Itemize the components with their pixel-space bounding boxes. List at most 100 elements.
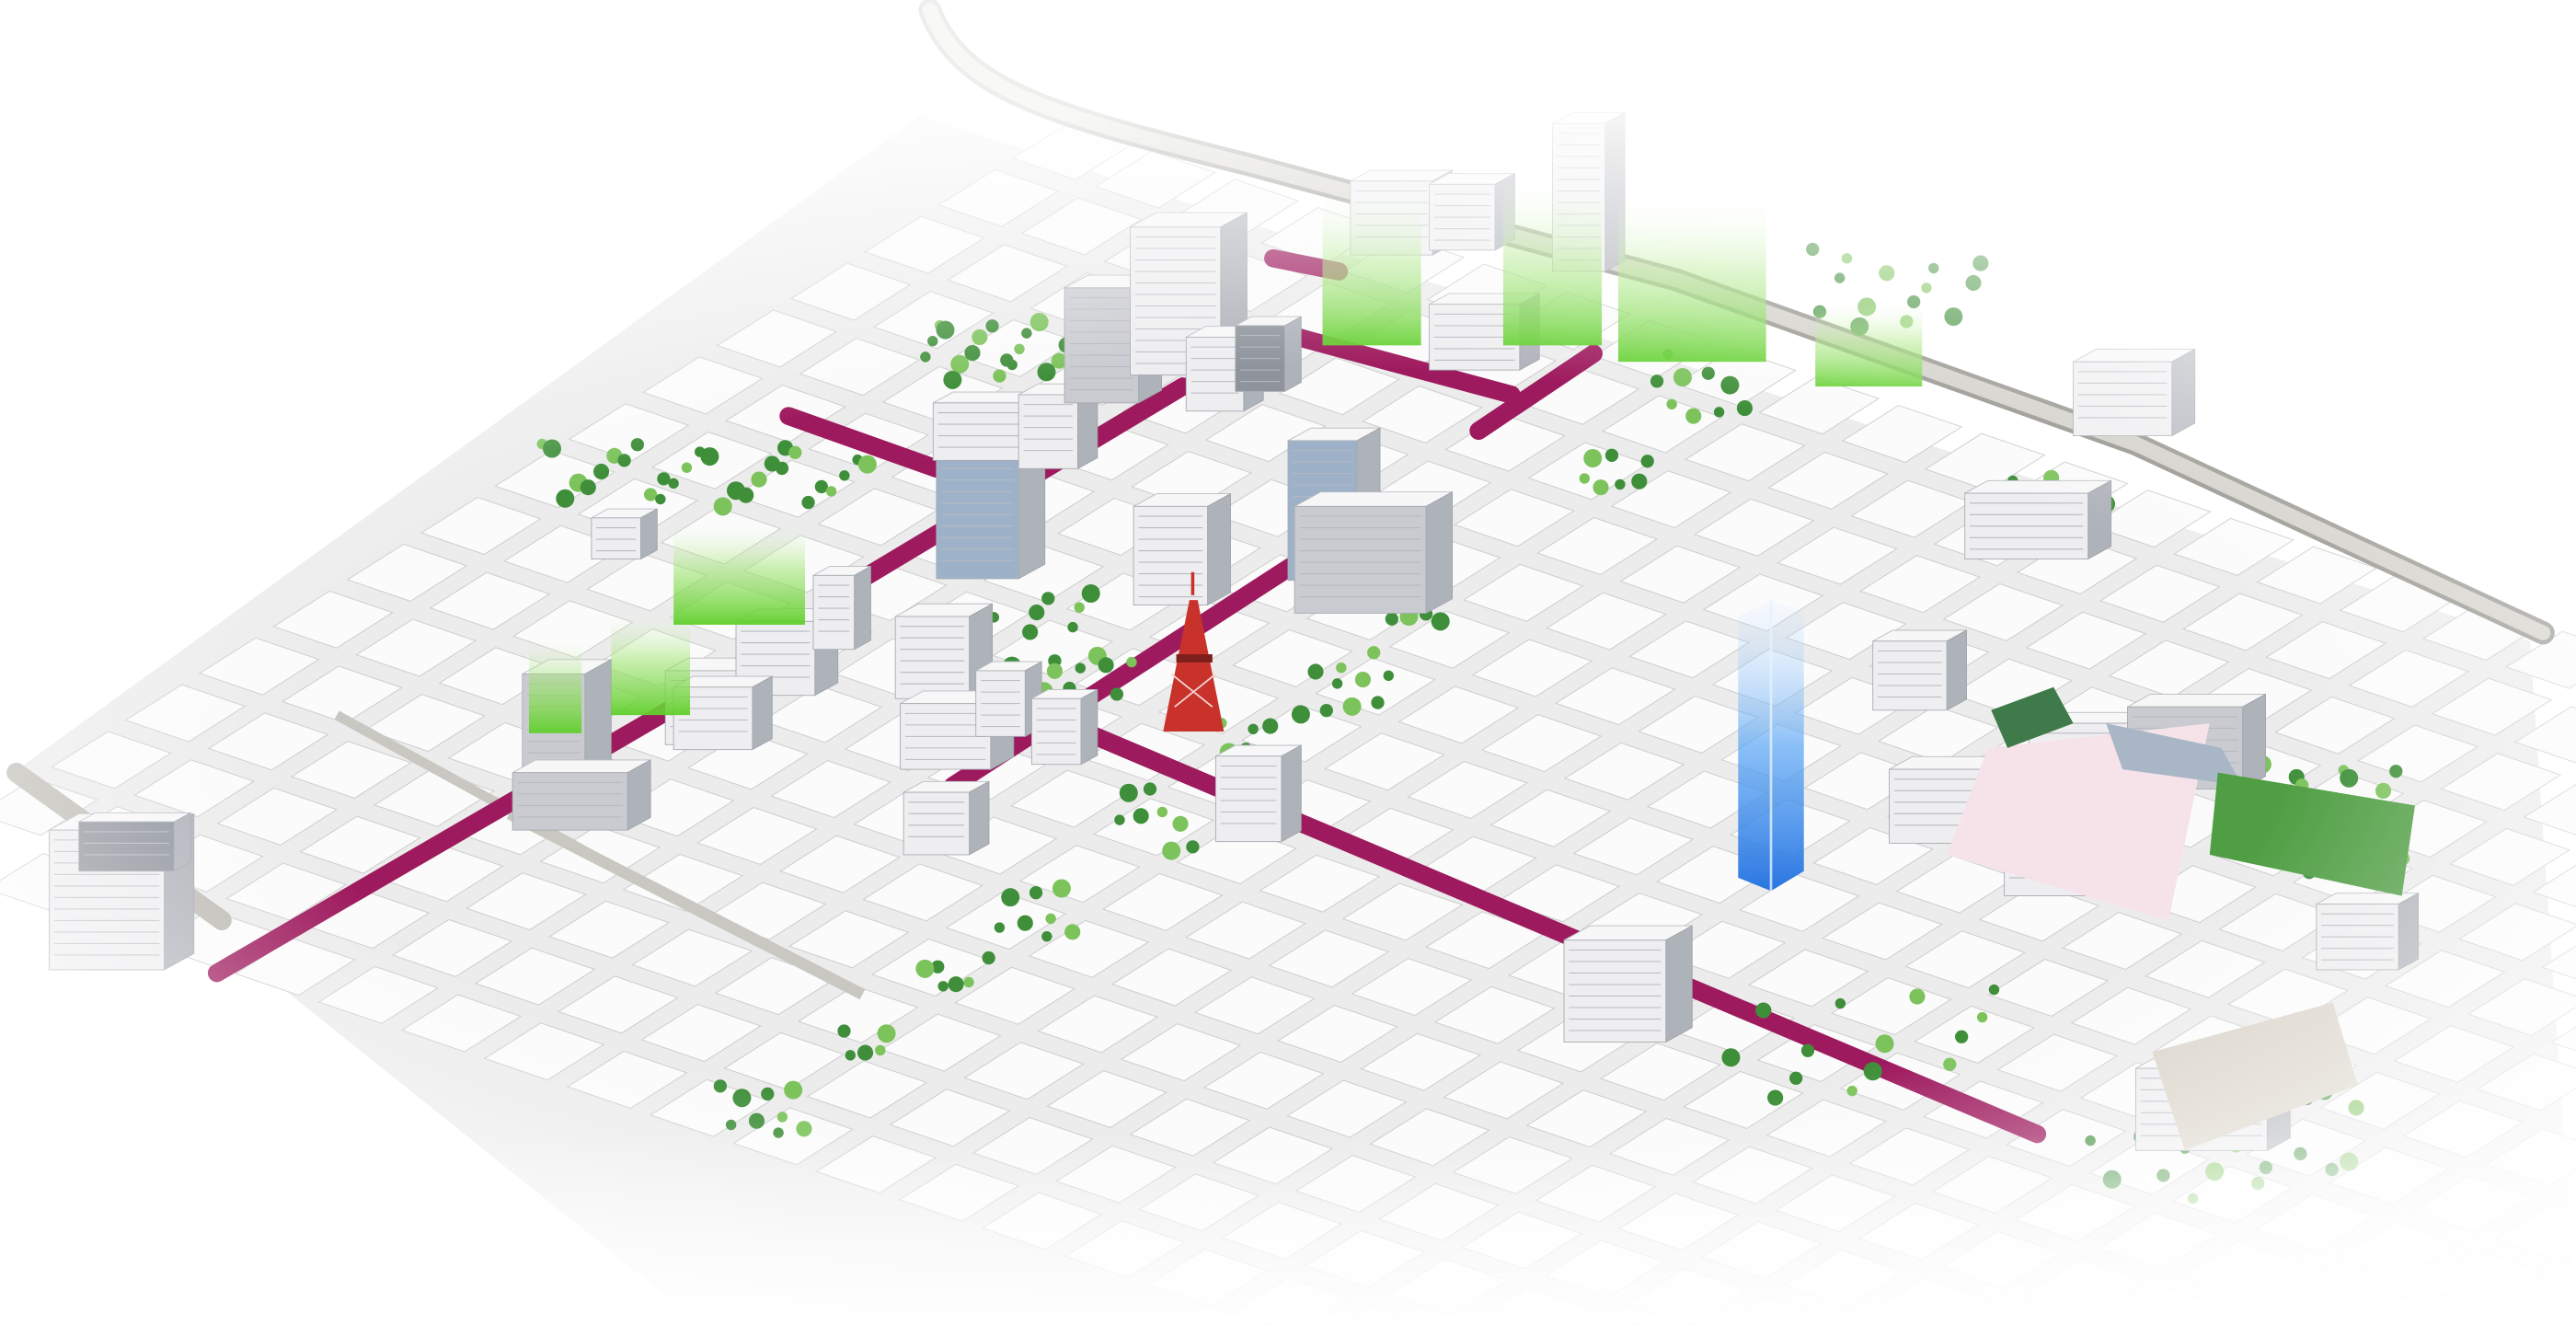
park-tree-icon (1029, 313, 1049, 331)
park-tree-icon (1052, 879, 1071, 898)
building-roof (2127, 694, 2266, 708)
park-tree-icon (963, 976, 974, 988)
park-tree-icon (655, 493, 666, 505)
park-tree-icon (1098, 657, 1114, 674)
park-tree-icon (1046, 662, 1063, 679)
building-roof (78, 812, 191, 823)
park-tree-icon (788, 445, 802, 459)
office-tower-icon (1214, 755, 1282, 843)
bottom-fade (0, 1134, 2576, 1325)
park-tree-icon (1943, 1057, 1957, 1071)
park-tree-icon (1846, 1085, 1857, 1097)
park-tree-icon (1126, 656, 1137, 668)
park-tree-icon (1133, 808, 1149, 824)
park-tree-icon (1921, 282, 1932, 294)
park-tree-icon (1385, 612, 1398, 626)
park-tree-icon (857, 455, 877, 474)
park-tree-icon (713, 497, 732, 516)
park-tree-icon (839, 470, 850, 481)
office-tower-icon (1563, 939, 1667, 1043)
park-tree-icon (1736, 400, 1753, 417)
park-tree-icon (1029, 886, 1043, 900)
park-tree-icon (1064, 924, 1081, 940)
planned-tower-green-b (611, 616, 690, 716)
park-tree-icon (657, 472, 671, 486)
building-side (854, 565, 871, 651)
park-tree-icon (1701, 366, 1715, 380)
office-tower-icon (1064, 287, 1139, 404)
park-tree-icon (1248, 723, 1259, 735)
building-side (752, 675, 773, 751)
office-tower-icon (512, 772, 628, 831)
park-tree-icon (1041, 930, 1052, 942)
park-tree-icon (1431, 612, 1450, 631)
park-tree-icon (1022, 624, 1039, 640)
park-tree-icon (1162, 841, 1181, 860)
planned-tower-green-f (1617, 197, 1766, 363)
park-tree-icon (1017, 915, 1033, 931)
building-side (2171, 348, 2196, 437)
office-tower-icon (894, 616, 971, 699)
park-tree-icon (732, 1089, 752, 1108)
building-side (1946, 629, 1967, 711)
park-tree-icon (845, 1050, 856, 1061)
park-tree-icon (937, 981, 949, 992)
park-tree-icon (1143, 782, 1157, 796)
park-tree-icon (994, 922, 1006, 933)
park-tree-icon (1114, 814, 1125, 825)
park-tree-icon (948, 976, 964, 993)
park-tree-icon (857, 1044, 874, 1061)
park-tree-icon (1806, 242, 1820, 257)
park-tree-icon (1955, 1030, 1969, 1043)
park-tree-icon (2340, 768, 2359, 788)
park-tree-icon (1788, 1071, 1803, 1085)
park-tree-icon (1291, 705, 1310, 724)
park-tree-icon (761, 1087, 775, 1101)
park-tree-icon (920, 351, 931, 363)
park-tree-icon (668, 478, 679, 490)
park-tree-icon (2375, 782, 2392, 800)
park-tree-icon (1685, 408, 1702, 424)
planned-tower-green-e (1502, 180, 1603, 346)
park-tree-icon (725, 1119, 737, 1131)
park-tree-icon (2389, 765, 2403, 778)
park-tree-icon (748, 1112, 765, 1129)
park-tree-icon (1319, 704, 1333, 718)
park-tree-icon (1720, 375, 1740, 395)
park-tree-icon (1045, 913, 1056, 925)
park-tree-icon (875, 1044, 886, 1056)
park-tree-icon (738, 487, 754, 503)
park-tree-icon (1336, 662, 1347, 674)
park-tree-icon (751, 471, 767, 488)
park-tree-icon (1331, 678, 1343, 689)
park-tree-icon (775, 461, 789, 476)
park-tree-icon (1119, 783, 1138, 802)
office-tower-icon (78, 821, 175, 872)
park-tree-icon (1001, 888, 1020, 907)
park-tree-icon (1863, 1062, 1882, 1081)
park-tree-icon (1041, 592, 1055, 605)
park-tree-icon (1110, 687, 1124, 701)
building-side (1665, 925, 1693, 1043)
office-tower-icon (1018, 394, 1078, 469)
park-tree-icon (1666, 398, 1677, 409)
building-side (639, 508, 658, 560)
park-tree-icon (1615, 478, 1626, 490)
building-side (627, 759, 651, 831)
park-tree-icon (801, 495, 815, 510)
park-tree-icon (1006, 359, 1018, 371)
park-tree-icon (982, 951, 995, 965)
office-tower-icon (812, 574, 856, 651)
park-tree-icon (972, 328, 988, 345)
park-tree-icon (784, 1080, 803, 1100)
park-tree-icon (776, 1112, 788, 1123)
park-tree-icon (1029, 604, 1045, 621)
park-tree-icon (1156, 806, 1168, 818)
park-tree-icon (1767, 1089, 1784, 1106)
park-tree-icon (936, 320, 955, 340)
park-tree-icon (1834, 272, 1846, 283)
park-tree-icon (617, 454, 631, 467)
building-side (1283, 316, 1302, 393)
park-tree-icon (1755, 1002, 1772, 1019)
